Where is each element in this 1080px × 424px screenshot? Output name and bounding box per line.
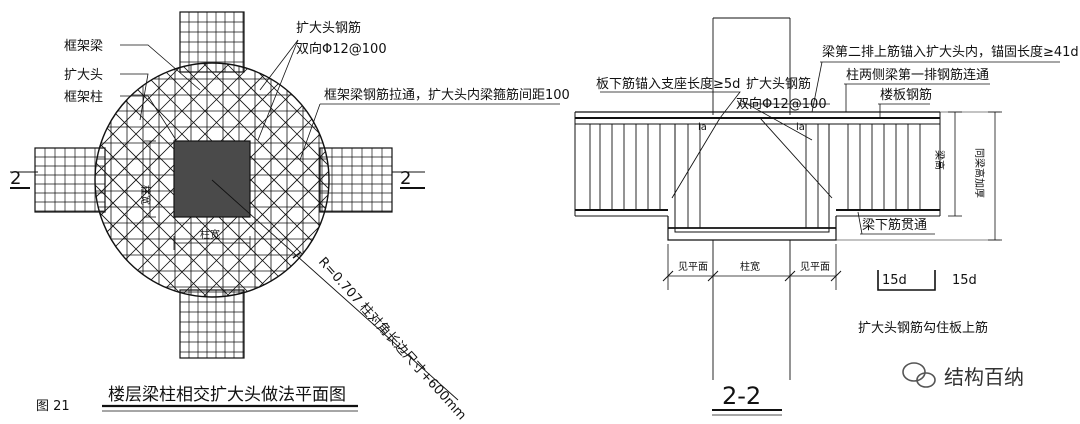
column-square bbox=[173, 140, 251, 218]
label-la-left: la bbox=[698, 122, 707, 133]
label-side-beam-link: 柱两侧梁第一排钢筋连通 bbox=[846, 67, 989, 83]
label-hook-left: 15d bbox=[882, 273, 907, 288]
label-frame-beam: 框架梁 bbox=[64, 39, 103, 54]
mesh-diagonal bbox=[123, 63, 329, 297]
watermark: 结构百纳 bbox=[902, 362, 1024, 389]
mesh-diagonal bbox=[192, 63, 329, 297]
label-slab-rebar: 楼板钢筋 bbox=[880, 87, 932, 103]
label-beam-bottom-through: 梁下筋贯通 bbox=[862, 217, 927, 233]
mesh-diagonal bbox=[261, 63, 329, 297]
label-column-side: 柱宽 bbox=[139, 185, 152, 205]
label-frame-column: 框架柱 bbox=[64, 90, 103, 105]
mesh-diagonal bbox=[95, 63, 287, 297]
section-title: 2-2 bbox=[722, 382, 761, 410]
label-section-drop-rebar: 扩大头钢筋 bbox=[746, 76, 811, 92]
mesh-diagonal bbox=[261, 63, 329, 297]
label-slab-bottom-anchor: 板下筋锚入支座长度≥5d bbox=[596, 76, 740, 92]
section-stirrups bbox=[589, 124, 921, 228]
label-dim-right: 见平面 bbox=[800, 261, 830, 273]
mesh-diagonal bbox=[95, 63, 241, 297]
plan-title: 楼层梁柱相交扩大头做法平面图 bbox=[108, 385, 346, 405]
mesh-diagonal bbox=[215, 63, 329, 297]
mesh-diagonal bbox=[169, 63, 329, 297]
mesh-diagonal bbox=[146, 63, 329, 297]
mesh-diagonal bbox=[192, 63, 329, 297]
section-view bbox=[574, 17, 1060, 416]
mesh-diagonal bbox=[95, 63, 264, 297]
label-beam-height: 梁高 bbox=[933, 150, 946, 170]
mesh-diagonal bbox=[95, 63, 310, 297]
beam-mesh bbox=[34, 11, 393, 358]
mesh-diagonal bbox=[100, 63, 329, 297]
label-drop-rebar-spec: 双向Φ12@100 bbox=[296, 41, 387, 57]
watermark-text: 结构百纳 bbox=[944, 365, 1024, 389]
mesh-diagonal bbox=[215, 63, 329, 297]
label-dim-mid: 柱宽 bbox=[740, 260, 760, 273]
label-hook-caption: 扩大头钢筋勾住板上筋 bbox=[858, 320, 988, 336]
mesh-diagonal bbox=[95, 63, 218, 297]
label-hook-right: 15d bbox=[952, 273, 977, 288]
wechat-icon bbox=[902, 362, 936, 388]
right-beam bbox=[319, 147, 393, 213]
plan-view bbox=[10, 11, 560, 412]
mesh-diagonal bbox=[95, 63, 218, 297]
label-drop-height: 同梁高加厚 bbox=[973, 148, 986, 198]
label-drop-rebar: 扩大头钢筋 bbox=[296, 20, 361, 36]
label-la-right: la bbox=[796, 122, 805, 133]
label-section-drop-rebar-spec: 双向Φ12@100 bbox=[736, 96, 827, 112]
label-drop-panel: 扩大头 bbox=[64, 68, 103, 83]
label-dim-left: 见平面 bbox=[678, 261, 708, 273]
section-mark-right: 2 bbox=[400, 168, 411, 189]
bottom-beam bbox=[179, 289, 245, 359]
section-mark-left: 2 bbox=[10, 168, 21, 189]
label-second-row-anchor: 梁第二排上筋锚入扩大头内，锚固长度≥41d bbox=[822, 44, 1079, 60]
figure-number: 图 21 bbox=[36, 399, 70, 414]
mesh-diagonal bbox=[95, 63, 241, 297]
label-beam-rebar-note: 框架梁钢筋拉通，扩大头内梁箍筋间距100 bbox=[324, 87, 570, 103]
label-column-width: 柱宽 bbox=[200, 228, 220, 241]
